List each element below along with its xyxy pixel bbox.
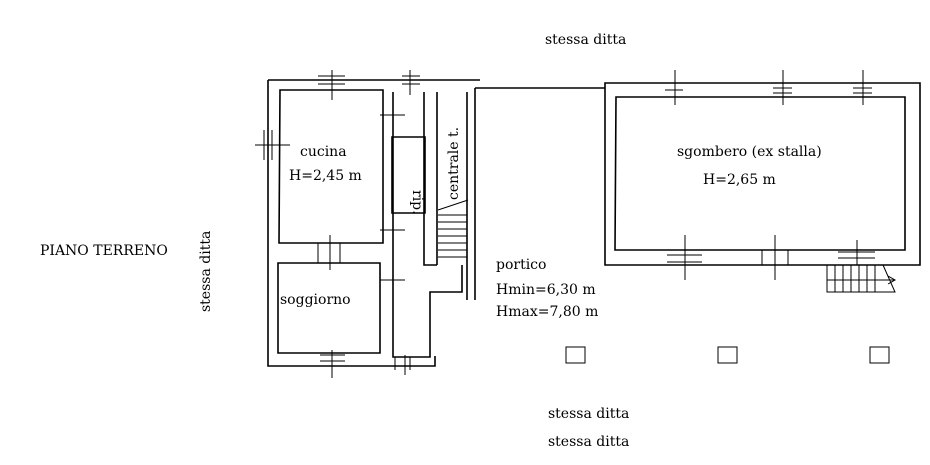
neighbor-label-top: stessa ditta (545, 32, 626, 48)
room-height-max-portico: Hmax=7,80 m (496, 304, 598, 320)
stairs-indoor (437, 199, 469, 258)
room-height-sgombero: H=2,65 m (703, 172, 776, 188)
room-height-cucina: H=2,45 m (289, 168, 362, 184)
neighbor-label-left: stessa ditta (198, 231, 214, 312)
stairs-outdoor (826, 264, 897, 293)
room-height-min-portico: Hmin=6,30 m (496, 282, 596, 298)
storage-walls (604, 82, 921, 266)
room-label-centrale-termica: centrale t. (446, 127, 462, 200)
room-label-cucina: cucina (300, 144, 347, 160)
floor-label: PIANO TERRENO (40, 243, 168, 259)
neighbor-label-bottom-2: stessa ditta (548, 434, 629, 450)
room-label-ripostiglio: rip. (409, 190, 425, 215)
residence-walls (267, 79, 605, 367)
room-label-soggiorno: soggiorno (280, 292, 351, 308)
openings (255, 70, 875, 378)
pillars (565, 346, 890, 364)
neighbor-label-bottom-1: stessa ditta (548, 406, 629, 422)
room-label-sgombero: sgombero (ex stalla) (677, 144, 822, 160)
room-label-portico: portico (496, 257, 546, 273)
